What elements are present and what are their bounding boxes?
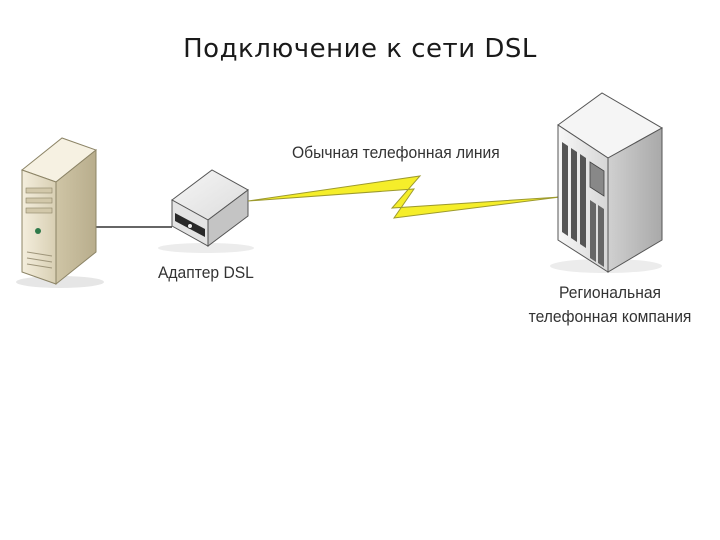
telephone-company-label-line1: Региональная [558,283,662,302]
dsl-adapter-icon [158,169,254,253]
telephone-company-label: Региональная телефонная компания [527,281,693,329]
phone-line-label: Обычная телефонная линия [292,143,500,162]
dsl-adapter-label: Адаптер DSL [158,263,254,282]
telephone-company-label-line2: телефонная компания [528,307,692,326]
phone-line-lightning [247,175,561,219]
telephone-company-server-icon [550,92,664,273]
slide-title: Подключение к сети DSL [183,34,537,64]
computer-icon [16,137,104,288]
